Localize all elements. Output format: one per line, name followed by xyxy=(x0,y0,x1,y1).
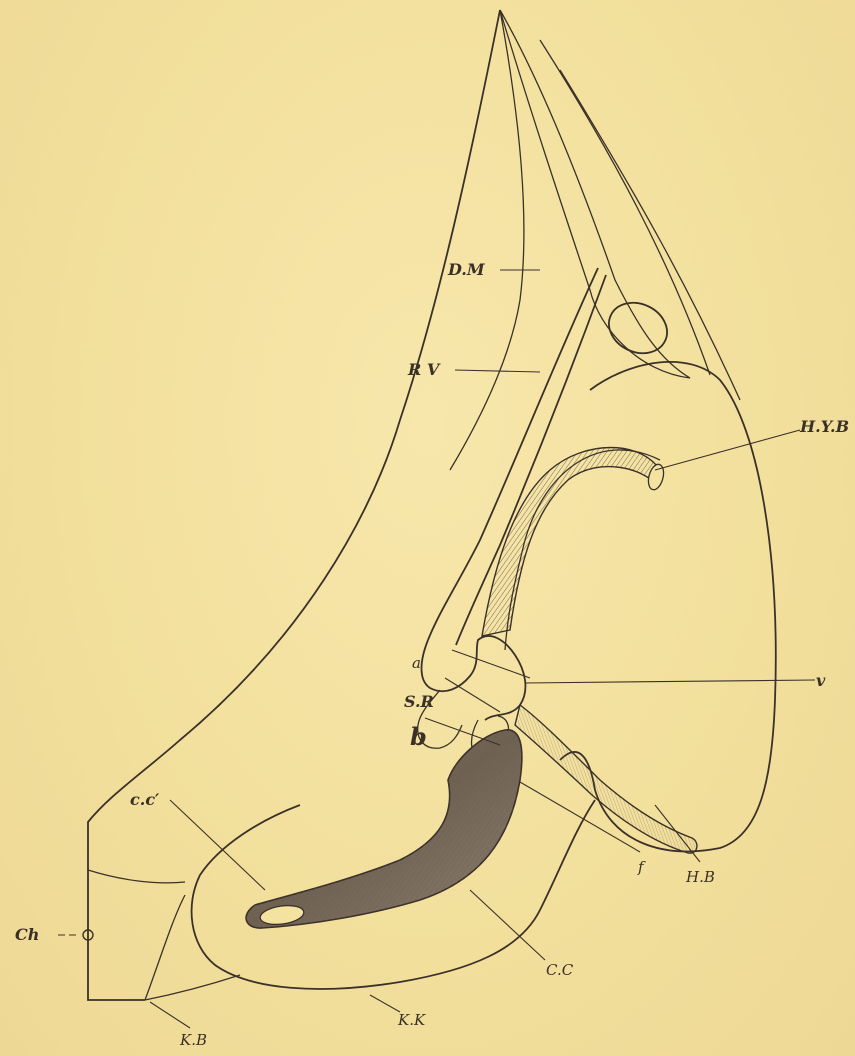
cc-prime-leader xyxy=(170,800,265,890)
label-hyb: H.Y.B xyxy=(799,417,849,436)
label-kk: K.K xyxy=(397,1011,426,1029)
label-b: b xyxy=(410,722,427,751)
a-leader xyxy=(452,650,530,678)
outer-skin-line-1 xyxy=(540,40,710,375)
dorsal-muscle xyxy=(500,10,690,378)
label-a: a xyxy=(412,654,421,672)
b-leader xyxy=(425,718,500,745)
label-kb: K.B xyxy=(179,1031,207,1049)
body-outline-inner xyxy=(88,870,185,883)
kb-line xyxy=(145,975,240,1000)
label-f: f xyxy=(637,858,646,876)
label-rv: R V xyxy=(407,360,441,379)
hb-tube xyxy=(515,705,697,853)
oval-structure xyxy=(601,294,676,363)
sr-leader xyxy=(445,678,500,712)
label-cc: C.C xyxy=(546,961,574,979)
outer-skin-line-2 xyxy=(560,70,740,400)
kb-leader xyxy=(150,1002,190,1028)
kk-leader xyxy=(370,995,400,1012)
rv-leader xyxy=(455,370,540,372)
label-dm: D.M xyxy=(447,260,486,279)
label-ch: Ch xyxy=(15,925,39,944)
label-v: v xyxy=(816,671,826,690)
v-leader xyxy=(525,680,815,683)
cc-leader xyxy=(470,890,545,960)
label-hb: H.B xyxy=(685,868,715,886)
label-cc-prime: c.c′ xyxy=(130,790,160,809)
label-sr: S.R xyxy=(404,692,434,711)
hyb-outer-line xyxy=(505,450,660,650)
junction-wall xyxy=(422,636,526,720)
kb-line-2 xyxy=(145,895,185,1000)
cc-tube-hatch xyxy=(246,730,522,928)
hyb-leader xyxy=(655,430,800,470)
dorsal-muscle-line xyxy=(450,10,524,470)
